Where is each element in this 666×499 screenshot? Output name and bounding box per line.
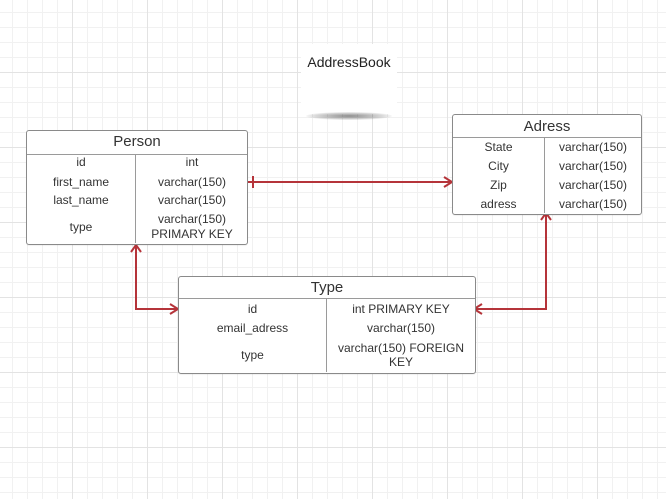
diagram-title: AddressBook (307, 54, 391, 70)
entity-person[interactable]: Person id first_name last_name type int … (26, 130, 248, 245)
person-field-type: int (185, 155, 199, 169)
entity-type-title: Type (310, 279, 344, 296)
adress-field-type: varchar(150) (558, 159, 628, 173)
entity-adress-divider (453, 137, 641, 138)
person-field-type: varchar(150) (157, 212, 227, 226)
type-field-type: int PRIMARY KEY (352, 302, 450, 316)
person-field-name: id (76, 155, 86, 169)
person-field-type: varchar(150) (157, 193, 227, 207)
entity-adress-title: Adress (523, 118, 571, 135)
connector-adress-type[interactable] (474, 213, 547, 310)
entity-person-divider (27, 154, 247, 155)
adress-field-name: adress (480, 197, 517, 211)
person-field-type: PRIMARY KEY (151, 227, 233, 241)
adress-field-type: varchar(150) (558, 178, 628, 192)
adress-field-name: Zip (490, 178, 507, 192)
adress-field-type: varchar(150) (558, 197, 628, 211)
adress-field-name: State (484, 140, 513, 154)
person-field-name: type (69, 220, 93, 234)
entity-adress[interactable]: Adress State City Zip adress varchar(150… (452, 114, 642, 215)
person-field-type: varchar(150) (157, 175, 227, 189)
entity-adress-column-divider (544, 137, 545, 213)
type-field-type: varchar(150) FOREIGN (337, 341, 465, 355)
type-field-name: type (241, 348, 264, 362)
entity-type[interactable]: Type id email_adress type int PRIMARY KE… (178, 276, 476, 374)
type-field-name: id (247, 302, 258, 316)
person-field-name: first_name (52, 175, 110, 189)
type-field-type: varchar(150) (366, 321, 436, 335)
entity-type-column-divider (326, 298, 327, 372)
entity-person-title: Person (113, 133, 161, 150)
diagram-title-card[interactable]: AddressBook (301, 44, 397, 114)
adress-field-name: City (488, 159, 509, 173)
connector-person-type[interactable] (135, 245, 178, 310)
entity-type-divider (179, 298, 475, 299)
connector-person-type-arrow-start (130, 243, 142, 253)
type-field-type: KEY (388, 355, 413, 369)
title-card-shadow (306, 112, 392, 120)
adress-field-type: varchar(150) (558, 140, 628, 154)
entity-person-column-divider (135, 154, 136, 243)
person-field-name: last_name (53, 193, 109, 207)
type-field-name: email_adress (216, 321, 289, 335)
